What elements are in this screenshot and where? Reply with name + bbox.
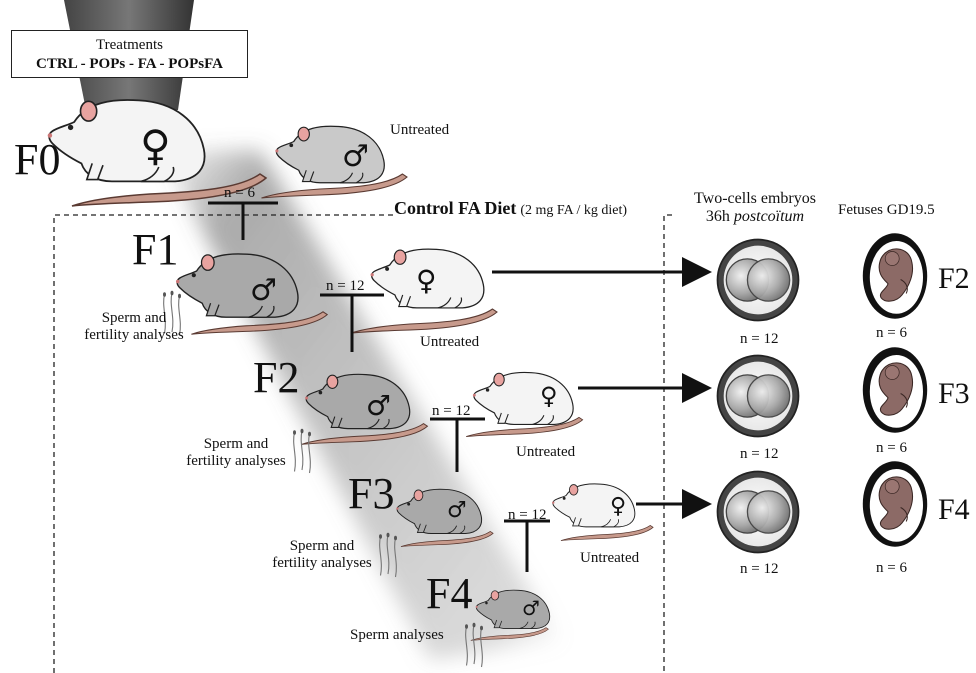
treatment-groups: CTRL - POPs - FA - POPsFA bbox=[12, 56, 247, 73]
fetus-n-label: n = 6 bbox=[876, 560, 907, 577]
f3-female-rat bbox=[550, 484, 653, 541]
cross-n-label: n = 6 bbox=[224, 185, 255, 202]
untreated-label: Untreated bbox=[580, 550, 639, 567]
sperm-fertility-analyses-label: Sperm and fertility analyses bbox=[180, 436, 292, 469]
fetus-n-label: n = 6 bbox=[876, 325, 907, 342]
embryo-image bbox=[718, 472, 799, 553]
sperm-fertility-analyses-label: Sperm and fertility analyses bbox=[266, 538, 378, 571]
cross-n-label: n = 12 bbox=[326, 278, 364, 295]
fetuses-title: Fetuses GD19.5 bbox=[838, 202, 935, 219]
male-symbol: ♂ bbox=[522, 596, 540, 620]
fetus-image bbox=[863, 233, 927, 318]
embryo-n-label: n = 12 bbox=[740, 561, 778, 578]
cross-n-label: n = 12 bbox=[508, 507, 546, 524]
untreated-label: Untreated bbox=[516, 444, 575, 461]
f2-female-rat bbox=[466, 372, 582, 436]
generation-f1-label: F1 bbox=[132, 226, 178, 274]
female-symbol: ♀ bbox=[416, 264, 437, 297]
embryo-image bbox=[718, 356, 799, 437]
embryo-image bbox=[718, 240, 799, 321]
male-symbol: ♂ bbox=[342, 139, 369, 174]
untreated-label: Untreated bbox=[390, 122, 449, 139]
sperm-fertility-analyses-label: Sperm and fertility analyses bbox=[84, 310, 184, 343]
sperm-icon bbox=[293, 429, 311, 473]
fetus-generation-label: F4 bbox=[938, 493, 970, 526]
female-symbol: ♀ bbox=[140, 121, 171, 170]
fetus-generation-label: F2 bbox=[938, 262, 970, 295]
male-symbol: ♂ bbox=[447, 498, 467, 523]
fetus-n-label: n = 6 bbox=[876, 440, 907, 457]
untreated-label: Untreated bbox=[420, 334, 479, 351]
diet-note: (2 mg FA / kg diet) bbox=[520, 203, 627, 218]
generation-f4-label: F4 bbox=[426, 570, 472, 618]
embryos-title: Two-cells embryos 36h postcoïtum bbox=[690, 190, 820, 225]
sperm-analyses-label: Sperm analyses bbox=[350, 627, 444, 644]
f0-male-rat bbox=[262, 126, 408, 198]
fetus-image bbox=[863, 347, 927, 432]
diet-name: Control FA Diet bbox=[394, 198, 516, 218]
fetus-image bbox=[863, 461, 927, 546]
treatments-box: Treatments CTRL - POPs - FA - POPsFA bbox=[11, 30, 248, 78]
embryo-n-label: n = 12 bbox=[740, 446, 778, 463]
male-symbol: ♂ bbox=[250, 273, 277, 308]
generation-f2-label: F2 bbox=[253, 354, 299, 402]
diet-frame-right bbox=[664, 215, 672, 673]
male-symbol: ♂ bbox=[366, 389, 391, 422]
cross-n-label: n = 12 bbox=[432, 403, 470, 420]
diet-label: Control FA Diet (2 mg FA / kg diet) bbox=[394, 199, 627, 219]
embryo-n-label: n = 12 bbox=[740, 331, 778, 348]
fetus-generation-label: F3 bbox=[938, 377, 970, 410]
female-symbol: ♀ bbox=[540, 382, 558, 410]
generation-f0-label: F0 bbox=[14, 136, 60, 184]
female-symbol: ♀ bbox=[610, 494, 626, 519]
generation-f3-label: F3 bbox=[348, 470, 394, 518]
treatments-title: Treatments bbox=[12, 37, 247, 54]
